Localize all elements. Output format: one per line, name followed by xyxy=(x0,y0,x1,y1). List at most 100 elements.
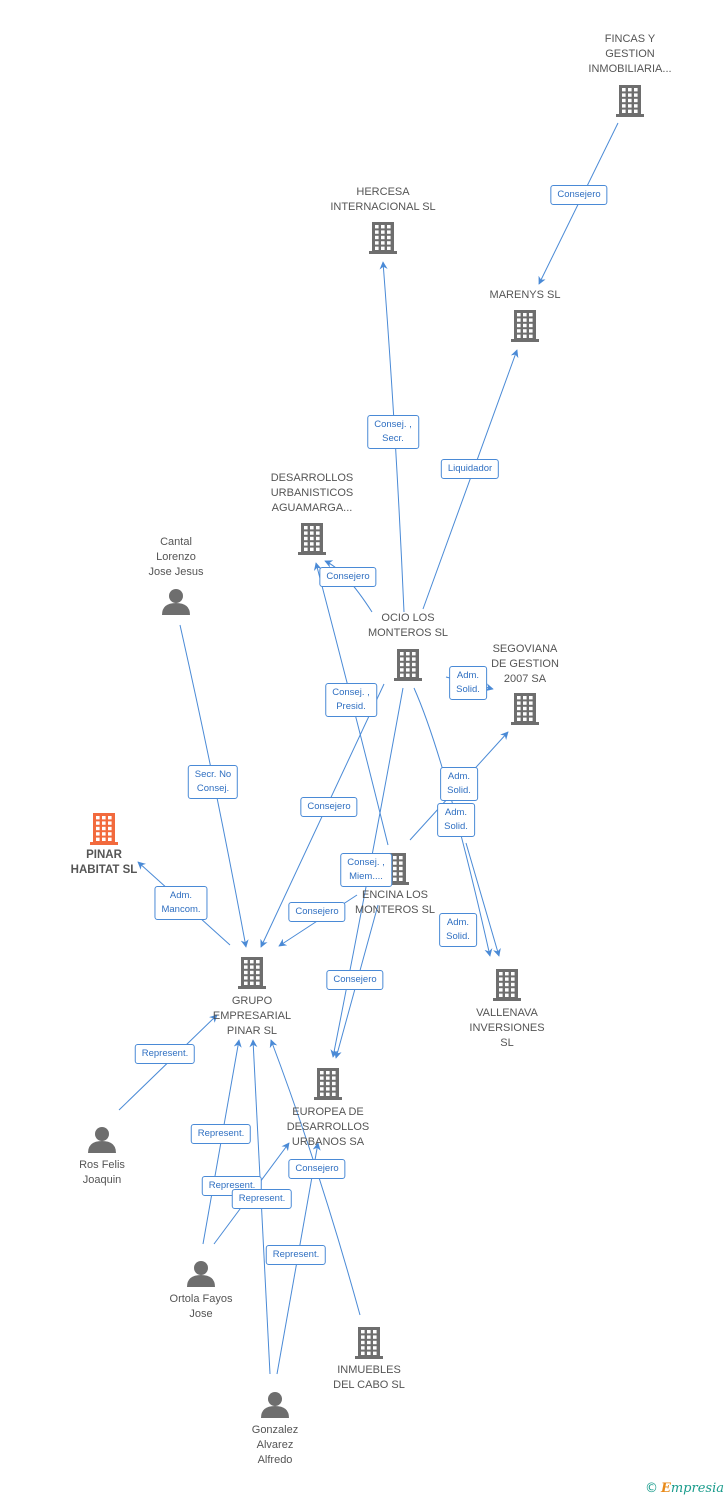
building-icon-segoviana[interactable] xyxy=(511,693,539,725)
building-window xyxy=(381,246,385,250)
edge-label-inmuebles-grupo[interactable]: Consejero xyxy=(288,1159,346,1179)
edge-label-gonzalez-europea[interactable]: Represent. xyxy=(265,1245,327,1265)
building-window xyxy=(310,526,314,530)
building-window xyxy=(412,652,416,656)
building-window xyxy=(326,1076,330,1080)
node-label-cantal[interactable]: Cantal Lorenzo Jose Jesus xyxy=(148,536,204,578)
building-window xyxy=(523,329,527,333)
edge-label-fincas-marenys[interactable]: Consejero xyxy=(550,185,608,205)
node-label-fincas[interactable]: FINCAS Y GESTION INMOBILIARIA... xyxy=(588,33,672,75)
building-window xyxy=(529,329,533,333)
building-base xyxy=(511,339,539,342)
building-window xyxy=(400,668,404,672)
building-window xyxy=(517,696,521,700)
node-label-ros[interactable]: Ros Felis Joaquin xyxy=(79,1159,125,1186)
building-window xyxy=(381,225,385,229)
node-label-gonzalez[interactable]: Gonzalez Alvarez Alfredo xyxy=(251,1424,299,1466)
edge-label-encina-europea[interactable]: Consejero xyxy=(326,970,384,990)
edge-label-encina-vallenava[interactable]: Adm. Solid. xyxy=(439,913,477,947)
building-window xyxy=(529,318,533,322)
node-label-segoviana[interactable]: SEGOVIANA DE GESTION 2007 SA xyxy=(491,643,559,685)
building-window xyxy=(511,993,515,997)
building-icon-ocio[interactable] xyxy=(394,649,422,681)
edge-label-ocio-vallenava[interactable]: Adm. Solid. xyxy=(437,803,475,837)
building-window xyxy=(375,246,379,250)
building-icon-fincas[interactable] xyxy=(616,85,644,117)
edge-label-ros-grupo[interactable]: Represent. xyxy=(134,1044,196,1064)
building-window xyxy=(511,972,515,976)
building-base xyxy=(238,986,266,989)
node-label-pinar[interactable]: PINAR HABITAT SL xyxy=(70,849,138,876)
edge-label-ocio-marenys[interactable]: Liquidador xyxy=(440,459,500,479)
building-window xyxy=(511,988,515,992)
building-window xyxy=(316,542,320,546)
edge-label-ocio-europea[interactable]: Consej. , Miem.... xyxy=(340,853,392,887)
building-base xyxy=(355,1356,383,1359)
building-window xyxy=(96,826,100,831)
building-icon-grupo[interactable] xyxy=(238,957,266,989)
node-label-grupo[interactable]: GRUPO EMPRESARIAL PINAR SL xyxy=(212,995,292,1037)
building-window xyxy=(622,93,626,97)
edge-label-encina-desarrollos[interactable]: Consej. , Presid. xyxy=(325,683,377,717)
building-window xyxy=(529,701,533,705)
building-window xyxy=(517,701,521,705)
building-window xyxy=(320,1087,324,1091)
building-window xyxy=(412,662,416,667)
node-label-europea[interactable]: EUROPEA DE DESARROLLOS URBANOS SA xyxy=(286,1106,370,1148)
building-window xyxy=(326,1081,330,1086)
node-label-vallenava[interactable]: VALLENAVA INVERSIONES SL xyxy=(469,1007,545,1049)
edge-label-ocio-hercesa[interactable]: Consej. , Secr. xyxy=(367,415,419,449)
building-window xyxy=(304,531,308,535)
person-icon-ortola[interactable] xyxy=(187,1261,215,1287)
building-window xyxy=(529,712,533,716)
building-window xyxy=(523,717,527,721)
building-icon-inmuebles[interactable] xyxy=(355,1327,383,1359)
building-window xyxy=(108,816,112,820)
building-window xyxy=(367,1346,371,1350)
building-window xyxy=(634,93,638,97)
building-icon-desarrollos[interactable] xyxy=(298,523,326,555)
edge-label-ocio-grupo[interactable]: Consejero xyxy=(300,797,358,817)
edge-label-encina-segoviana[interactable]: Adm. Solid. xyxy=(440,767,478,801)
node-label-marenys[interactable]: MARENYS SL xyxy=(489,289,561,301)
building-icon-europea[interactable] xyxy=(314,1068,342,1100)
empresia-copyright: ©Empresia xyxy=(645,1481,724,1496)
building-base xyxy=(381,882,409,885)
building-window xyxy=(367,1351,371,1355)
building-window xyxy=(387,225,391,229)
building-icon-pinar[interactable] xyxy=(90,813,118,845)
building-window xyxy=(96,816,100,820)
person-icon-cantal[interactable] xyxy=(162,589,190,615)
building-window xyxy=(256,965,260,969)
edge-label-grupo-pinar[interactable]: Adm. Mancom. xyxy=(154,886,208,920)
edge-label-ocio-segoviana[interactable]: Adm. Solid. xyxy=(449,666,487,700)
building-window xyxy=(523,334,527,338)
building-icon-vallenava[interactable] xyxy=(493,969,521,1001)
edge-label-gonzalez-grupo[interactable]: Represent. xyxy=(231,1189,293,1209)
node-label-encina[interactable]: ENCINA LOS MONTEROS SL xyxy=(354,889,436,916)
building-window xyxy=(375,230,379,234)
building-window xyxy=(108,826,112,831)
building-icon-marenys[interactable] xyxy=(511,310,539,342)
building-window xyxy=(367,1330,371,1334)
edge-label-encina-grupo[interactable]: Consejero xyxy=(288,902,346,922)
node-label-inmuebles[interactable]: INMUEBLES DEL CABO SL xyxy=(333,1364,405,1391)
edge-line-encina-vallenava xyxy=(465,842,501,957)
node-label-ocio[interactable]: OCIO LOS MONTEROS SL xyxy=(367,612,449,639)
person-icon-gonzalez[interactable] xyxy=(261,1392,289,1418)
person-icon-ros[interactable] xyxy=(88,1127,116,1153)
node-label-ortola[interactable]: Ortola Fayos Jose xyxy=(169,1293,233,1320)
building-window xyxy=(499,988,503,992)
building-window xyxy=(529,313,533,317)
building-window xyxy=(96,821,100,825)
node-label-hercesa[interactable]: HERCESA INTERNACIONAL SL xyxy=(330,186,436,213)
building-window xyxy=(399,856,403,860)
edge-label-ocio-desarrollos[interactable]: Consejero xyxy=(319,567,377,587)
node-label-desarrollos[interactable]: DESARROLLOS URBANISTICOS AGUAMARGA... xyxy=(270,472,354,514)
building-window xyxy=(505,972,509,976)
building-icon-hercesa[interactable] xyxy=(369,222,397,254)
edge-label-ortola-grupo[interactable]: Represent. xyxy=(190,1124,252,1144)
edge-label-cantal-grupo[interactable]: Secr. No Consej. xyxy=(187,765,239,799)
building-window xyxy=(393,872,397,876)
